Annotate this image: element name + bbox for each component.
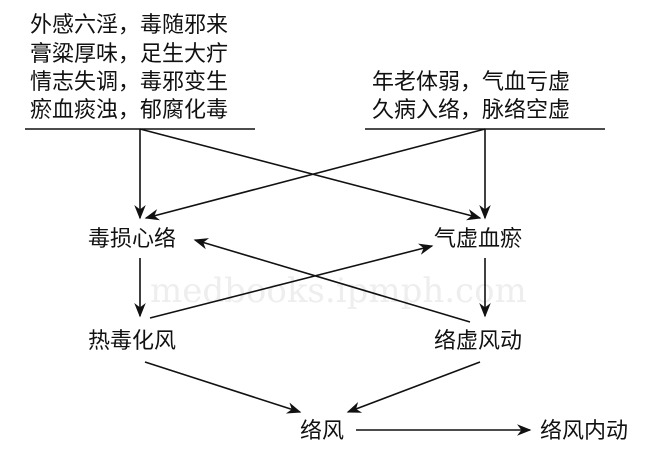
watermark: medbooks.ipmph.com <box>150 271 527 311</box>
cause-left-4: 瘀血痰浊，郁腐化毒 <box>30 98 228 123</box>
arrows <box>25 128 605 436</box>
node-collateral-wind: 络风 <box>300 419 344 444</box>
node-qi-deficiency-blood-stasis: 气虚血瘀 <box>434 227 522 252</box>
cause-left-2: 膏粱厚味，足生大疔 <box>30 42 228 67</box>
arrow-left-to-qi <box>139 128 482 221</box>
node-collateral-deficiency-wind: 络虚风动 <box>434 329 522 354</box>
cause-left-1: 外感六淫，毒随邪来 <box>30 13 228 38</box>
node-internal-wind: 络风内动 <box>540 419 628 444</box>
arrow-deficiency-to-collateral <box>346 361 481 413</box>
cause-left-3: 情志失调，毒邪变生 <box>30 70 228 95</box>
arrow-to-toxin-cross <box>193 238 471 323</box>
cause-right-1: 年老体弱，气血亏虚 <box>372 70 570 95</box>
arrow-heat-to-qi-cross <box>149 243 434 319</box>
arrow-heat-to-collateral <box>144 361 302 414</box>
node-heat-toxin-wind: 热毒化风 <box>88 329 176 354</box>
arrow-right-to-toxin <box>144 128 486 221</box>
cause-right-2: 久病入络，脉络空虚 <box>372 98 570 123</box>
node-toxin-damage: 毒损心络 <box>88 227 176 252</box>
